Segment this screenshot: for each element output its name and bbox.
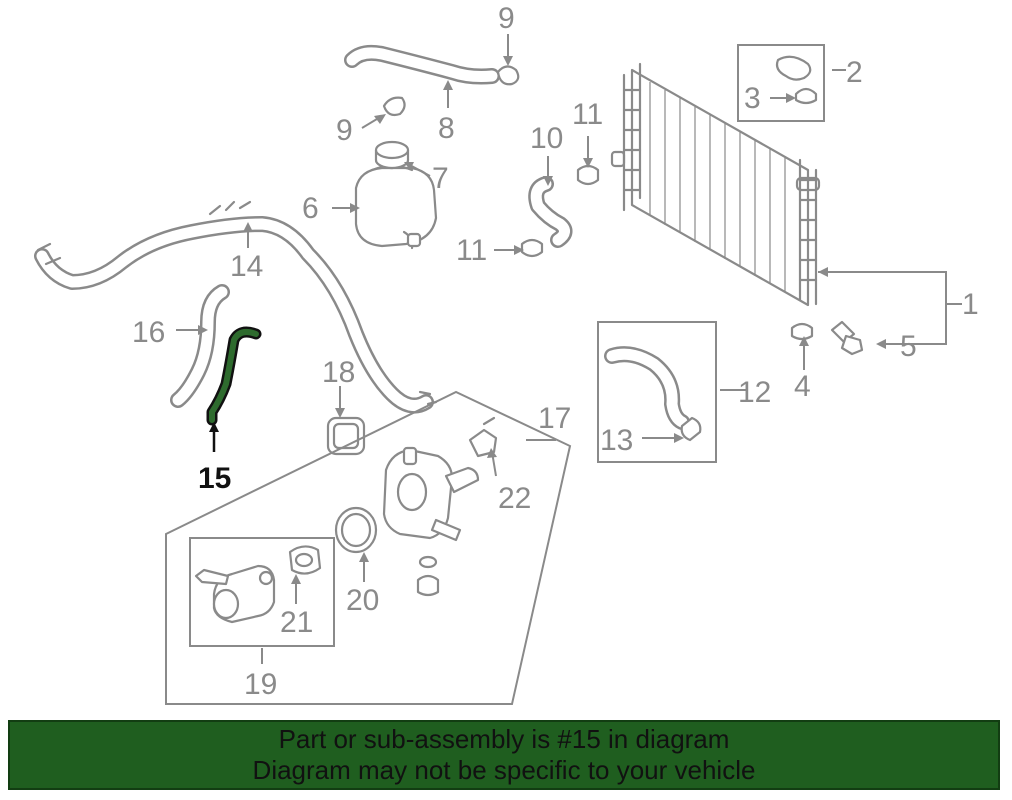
callout-19: 19 <box>244 668 277 701</box>
callout-22: 22 <box>498 482 531 515</box>
radiator-mount <box>790 322 814 341</box>
callout-3: 3 <box>744 82 761 115</box>
callout-13: 13 <box>600 424 633 457</box>
leader-arrowheads <box>198 56 886 584</box>
radiator-bracket <box>775 55 812 81</box>
callout-2: 2 <box>846 56 863 89</box>
callout-16: 16 <box>132 316 165 349</box>
hose-clamp-upper-right <box>576 164 600 186</box>
callout-18: 18 <box>322 356 355 389</box>
callout-11-left: 11 <box>456 234 487 267</box>
callout-6: 6 <box>302 192 319 225</box>
coolant-reservoir <box>354 164 438 250</box>
small-seals <box>416 555 440 597</box>
temperature-sensor-22 <box>468 428 498 458</box>
callout-9-top: 9 <box>498 2 515 35</box>
hose-clamp-lower-left <box>520 238 544 258</box>
coolant-hose-15-highlighted <box>206 326 262 426</box>
radiator <box>610 62 821 307</box>
callout-15: 15 <box>198 462 231 495</box>
water-outlet-box <box>189 537 335 647</box>
thermostat-housing <box>382 446 480 542</box>
callout-14: 14 <box>230 250 263 283</box>
water-outlet-19 <box>212 564 276 624</box>
reservoir-cap <box>374 140 410 170</box>
banner-line-2: Diagram may not be specific to your vehi… <box>252 755 756 785</box>
callout-12: 12 <box>738 376 771 409</box>
callout-9-left: 9 <box>336 114 353 147</box>
callout-7: 7 <box>432 162 449 195</box>
callout-4: 4 <box>794 370 811 403</box>
thermostat-21 <box>288 545 322 575</box>
bolt-19 <box>194 568 230 586</box>
part-notice-banner: Part or sub-assembly is #15 in diagram D… <box>8 720 1000 790</box>
parts-diagram: 1 2 3 4 5 6 7 8 9 9 10 11 11 12 13 14 15… <box>34 2 979 705</box>
radiator-bolt <box>830 320 864 356</box>
radiator-bushing <box>794 87 818 105</box>
callout-8: 8 <box>438 112 455 145</box>
callout-5: 5 <box>900 330 917 363</box>
callout-11-top: 11 <box>572 98 603 131</box>
callout-20: 20 <box>346 584 379 617</box>
callout-10: 10 <box>530 122 563 155</box>
callout-21: 21 <box>280 606 313 639</box>
callout-17: 17 <box>538 402 571 435</box>
hose-clamp-upper <box>496 65 520 86</box>
callout-1: 1 <box>962 288 979 321</box>
parts-2-3-box <box>737 44 825 122</box>
hose-clamp-13 <box>680 416 702 442</box>
banner-line-1: Part or sub-assembly is #15 in diagram <box>278 724 730 754</box>
thermostat-assembly-box <box>165 390 572 705</box>
parts-12-13-box <box>597 321 717 463</box>
hose-clamp-small <box>382 96 406 117</box>
